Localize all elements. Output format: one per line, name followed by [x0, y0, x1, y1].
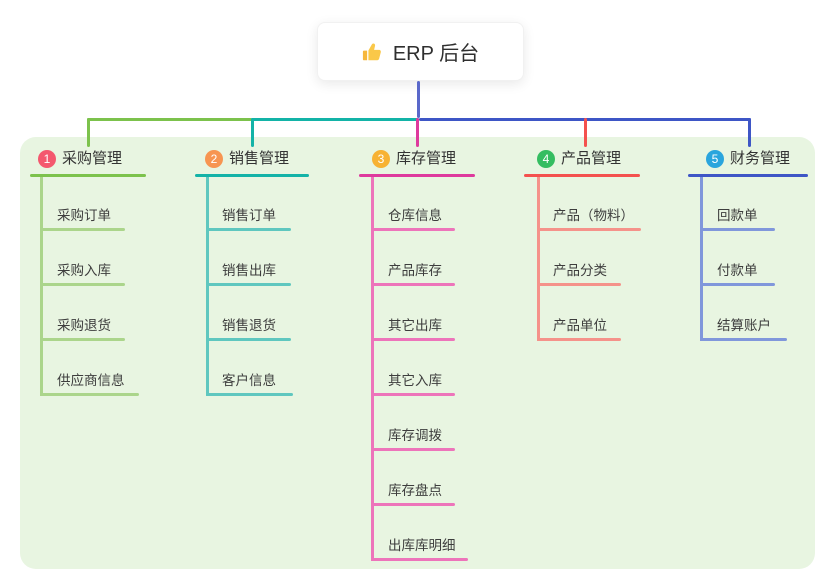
tree-item[interactable]: 供应商信息	[57, 373, 125, 388]
tree-item-underline	[371, 448, 455, 451]
drop-line-product	[584, 118, 587, 147]
drop-line-sales	[251, 118, 254, 147]
branch-trunk-line	[700, 177, 703, 341]
root-node[interactable]: ERP 后台	[317, 22, 524, 81]
tree-item[interactable]: 销售出库	[222, 263, 276, 278]
tree-item-underline	[700, 283, 775, 286]
tree-item[interactable]: 采购退货	[57, 318, 111, 333]
tree-item[interactable]: 库存调拨	[388, 428, 442, 443]
tree-item-underline	[537, 228, 641, 231]
branch-header-purchase[interactable]: 采购管理	[62, 150, 123, 167]
branch-badge: 5	[706, 150, 724, 168]
branch-trunk-line	[371, 177, 374, 561]
tree-item[interactable]: 其它出库	[388, 318, 442, 333]
tree-item[interactable]: 产品单位	[553, 318, 607, 333]
root-stem-line	[417, 81, 420, 118]
branch-underline	[30, 174, 146, 177]
drop-line-purchase	[87, 118, 90, 147]
tree-item[interactable]: 其它入库	[388, 373, 442, 388]
bus-segment-purchase	[87, 118, 252, 121]
tree-item[interactable]: 库存盘点	[388, 483, 442, 498]
branch-underline	[524, 174, 640, 177]
tree-item-underline	[371, 283, 455, 286]
tree-item[interactable]: 结算账户	[717, 318, 771, 333]
branch-header-product[interactable]: 产品管理	[561, 150, 622, 167]
drop-line-inventory	[416, 118, 419, 147]
branch-underline	[359, 174, 475, 177]
branch-underline	[195, 174, 309, 177]
canvas-panel	[20, 137, 815, 569]
tree-item-underline	[700, 338, 787, 341]
tree-item[interactable]: 仓库信息	[388, 208, 442, 223]
branch-badge: 4	[537, 150, 555, 168]
tree-item-underline	[371, 503, 455, 506]
tree-item[interactable]: 销售退货	[222, 318, 276, 333]
tree-item-underline	[537, 283, 621, 286]
thumbs-up-icon	[362, 41, 384, 63]
tree-item[interactable]: 出库库明细	[388, 538, 456, 553]
tree-item-underline	[371, 558, 468, 561]
tree-item-underline	[700, 228, 775, 231]
tree-item-underline	[40, 393, 139, 396]
root-label: ERP 后台	[392, 43, 480, 65]
tree-item-underline	[537, 338, 621, 341]
branch-trunk-line	[206, 177, 209, 396]
tree-item-underline	[371, 393, 455, 396]
tree-item[interactable]: 产品分类	[553, 263, 607, 278]
branch-trunk-line	[537, 177, 540, 341]
tree-item[interactable]: 回款单	[717, 208, 758, 223]
tree-item[interactable]: 付款单	[717, 263, 758, 278]
branch-badge: 3	[372, 150, 390, 168]
branch-header-finance[interactable]: 财务管理	[730, 150, 791, 167]
tree-item[interactable]: 采购订单	[57, 208, 111, 223]
tree-item-underline	[40, 228, 125, 231]
tree-item-underline	[371, 228, 455, 231]
drop-line-finance	[748, 118, 751, 147]
tree-item-underline	[371, 338, 455, 341]
tree-item-underline	[206, 228, 291, 231]
branch-header-sales[interactable]: 销售管理	[229, 150, 290, 167]
branch-underline	[688, 174, 808, 177]
branch-badge: 2	[205, 150, 223, 168]
bus-segment-sales	[251, 118, 419, 121]
branch-header-inventory[interactable]: 库存管理	[396, 150, 457, 167]
tree-item-underline	[206, 338, 291, 341]
tree-item-underline	[206, 283, 291, 286]
tree-item[interactable]: 产品（物料）	[553, 208, 634, 223]
tree-item[interactable]: 产品库存	[388, 263, 442, 278]
tree-item[interactable]: 销售订单	[222, 208, 276, 223]
tree-item-underline	[40, 283, 125, 286]
tree-item-underline	[206, 393, 293, 396]
tree-item-underline	[40, 338, 125, 341]
tree-item[interactable]: 客户信息	[222, 373, 276, 388]
branch-trunk-line	[40, 177, 43, 396]
branch-badge: 1	[38, 150, 56, 168]
tree-item[interactable]: 采购入库	[57, 263, 111, 278]
